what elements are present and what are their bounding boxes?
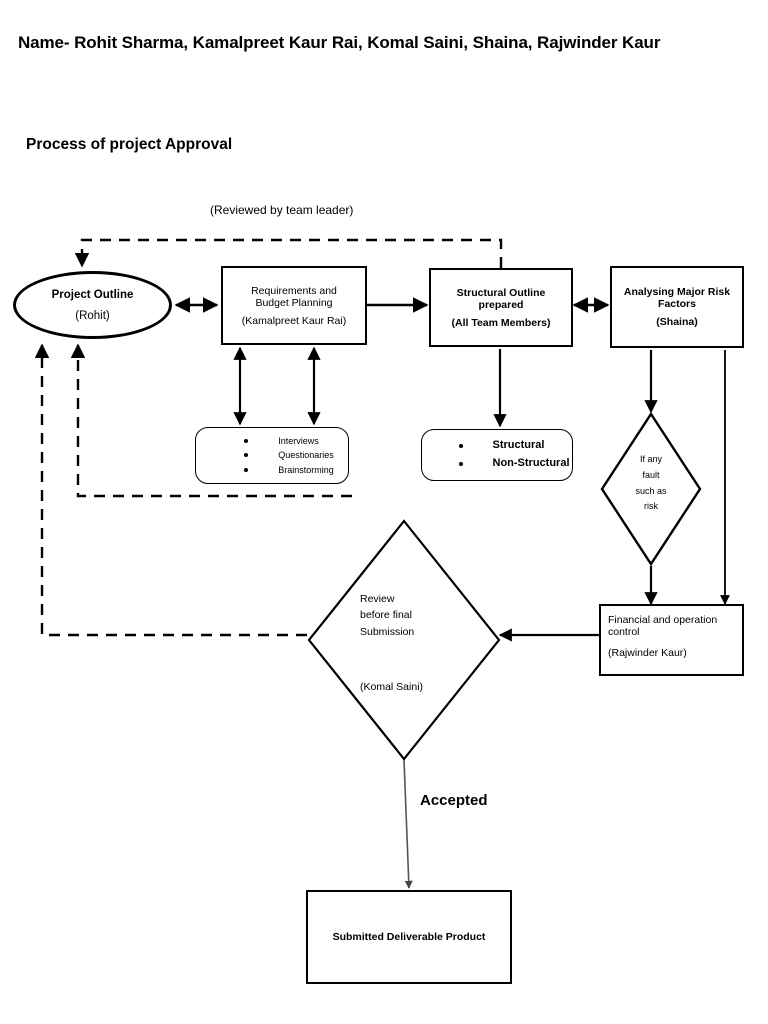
- node-fault-decision[interactable]: If any fault such as risk: [600, 411, 702, 567]
- node-financial-owner: (Rajwinder Kaur): [608, 647, 687, 659]
- node-risk-factors-line2: Factors: [658, 298, 696, 310]
- page-title: Name- Rohit Sharma, Kamalpreet Kaur Rai,…: [18, 33, 661, 52]
- fault-line4: risk: [644, 501, 658, 512]
- node-risk-factors-line1: Analysing Major Risk: [623, 286, 731, 298]
- requirements-methods-list: Interviews Questionaries Brainstorming: [210, 434, 334, 478]
- review-line1: Review: [360, 593, 395, 605]
- fault-diamond-shape: [600, 411, 702, 567]
- node-requirements-line2: Budget Planning: [255, 296, 333, 309]
- node-risk-factors-owner: (Shaina): [656, 316, 698, 328]
- review-decision-text: Review before final Submission: [360, 591, 490, 640]
- node-financial-line1: Financial and operation: [608, 614, 718, 626]
- list-item: Brainstorming: [244, 463, 334, 478]
- node-analysing-major-risk-factors[interactable]: Analysing Major Risk Factors (Shaina): [610, 266, 744, 348]
- review-diamond-shape: [307, 519, 501, 761]
- node-project-outline-title: Project Outline: [51, 288, 134, 301]
- structural-types-list: Structural Non-Structural: [425, 437, 570, 473]
- label-reviewed-by-team-leader: (Reviewed by team leader): [210, 203, 354, 217]
- review-owner-text: (Komal Saini): [360, 681, 424, 693]
- connector-review-deliverable: [403, 759, 413, 889]
- node-submitted-deliverable-product[interactable]: Submitted Deliverable Product: [306, 890, 512, 984]
- fault-line2: fault: [642, 469, 660, 480]
- fault-line3: such as: [635, 485, 667, 496]
- node-structural-outline-owner: (All Team Members): [451, 316, 551, 329]
- node-review-decision[interactable]: Review before final Submission (Komal Sa…: [307, 519, 501, 761]
- label-accepted: Accepted: [420, 792, 488, 809]
- node-project-outline-owner: (Rohit): [75, 309, 110, 322]
- node-structural-outline-line1: Structural Outline: [456, 286, 546, 299]
- node-structural-types[interactable]: Structural Non-Structural: [421, 429, 573, 481]
- fault-line1: If any: [639, 454, 662, 464]
- connector-reviewed-by-team-leader: [74, 238, 503, 268]
- node-deliverable-title: Submitted Deliverable Product: [332, 931, 486, 943]
- node-requirements-budget-planning[interactable]: Requirements and Budget Planning (Kamalp…: [221, 266, 367, 345]
- review-decision-owner: (Komal Saini): [360, 681, 490, 693]
- node-requirements-methods[interactable]: Interviews Questionaries Brainstorming: [195, 427, 349, 484]
- node-requirements-line1: Requirements and: [251, 284, 337, 297]
- node-project-outline[interactable]: Project Outline (Rohit): [13, 271, 172, 339]
- node-structural-outline-prepared[interactable]: Structural Outline prepared (All Team Me…: [429, 268, 573, 347]
- connector-review-outline-feedback: [34, 343, 307, 637]
- list-item: Structural: [459, 437, 570, 455]
- node-financial-operation-control[interactable]: Financial and operation control (Rajwind…: [599, 604, 744, 676]
- node-financial-line2: control: [608, 626, 640, 638]
- node-requirements-owner: (Kamalpreet Kaur Rai): [241, 314, 347, 327]
- fault-decision-text: If any fault such as risk: [600, 452, 702, 515]
- list-item: Interviews: [244, 434, 334, 449]
- review-line3: Submission: [360, 625, 415, 638]
- list-item: Non-Structural: [459, 455, 570, 473]
- review-line2: before final: [360, 609, 412, 622]
- node-structural-outline-line2: prepared: [478, 298, 524, 311]
- diagram-title: Process of project Approval: [26, 136, 233, 153]
- list-item: Questionaries: [244, 448, 334, 463]
